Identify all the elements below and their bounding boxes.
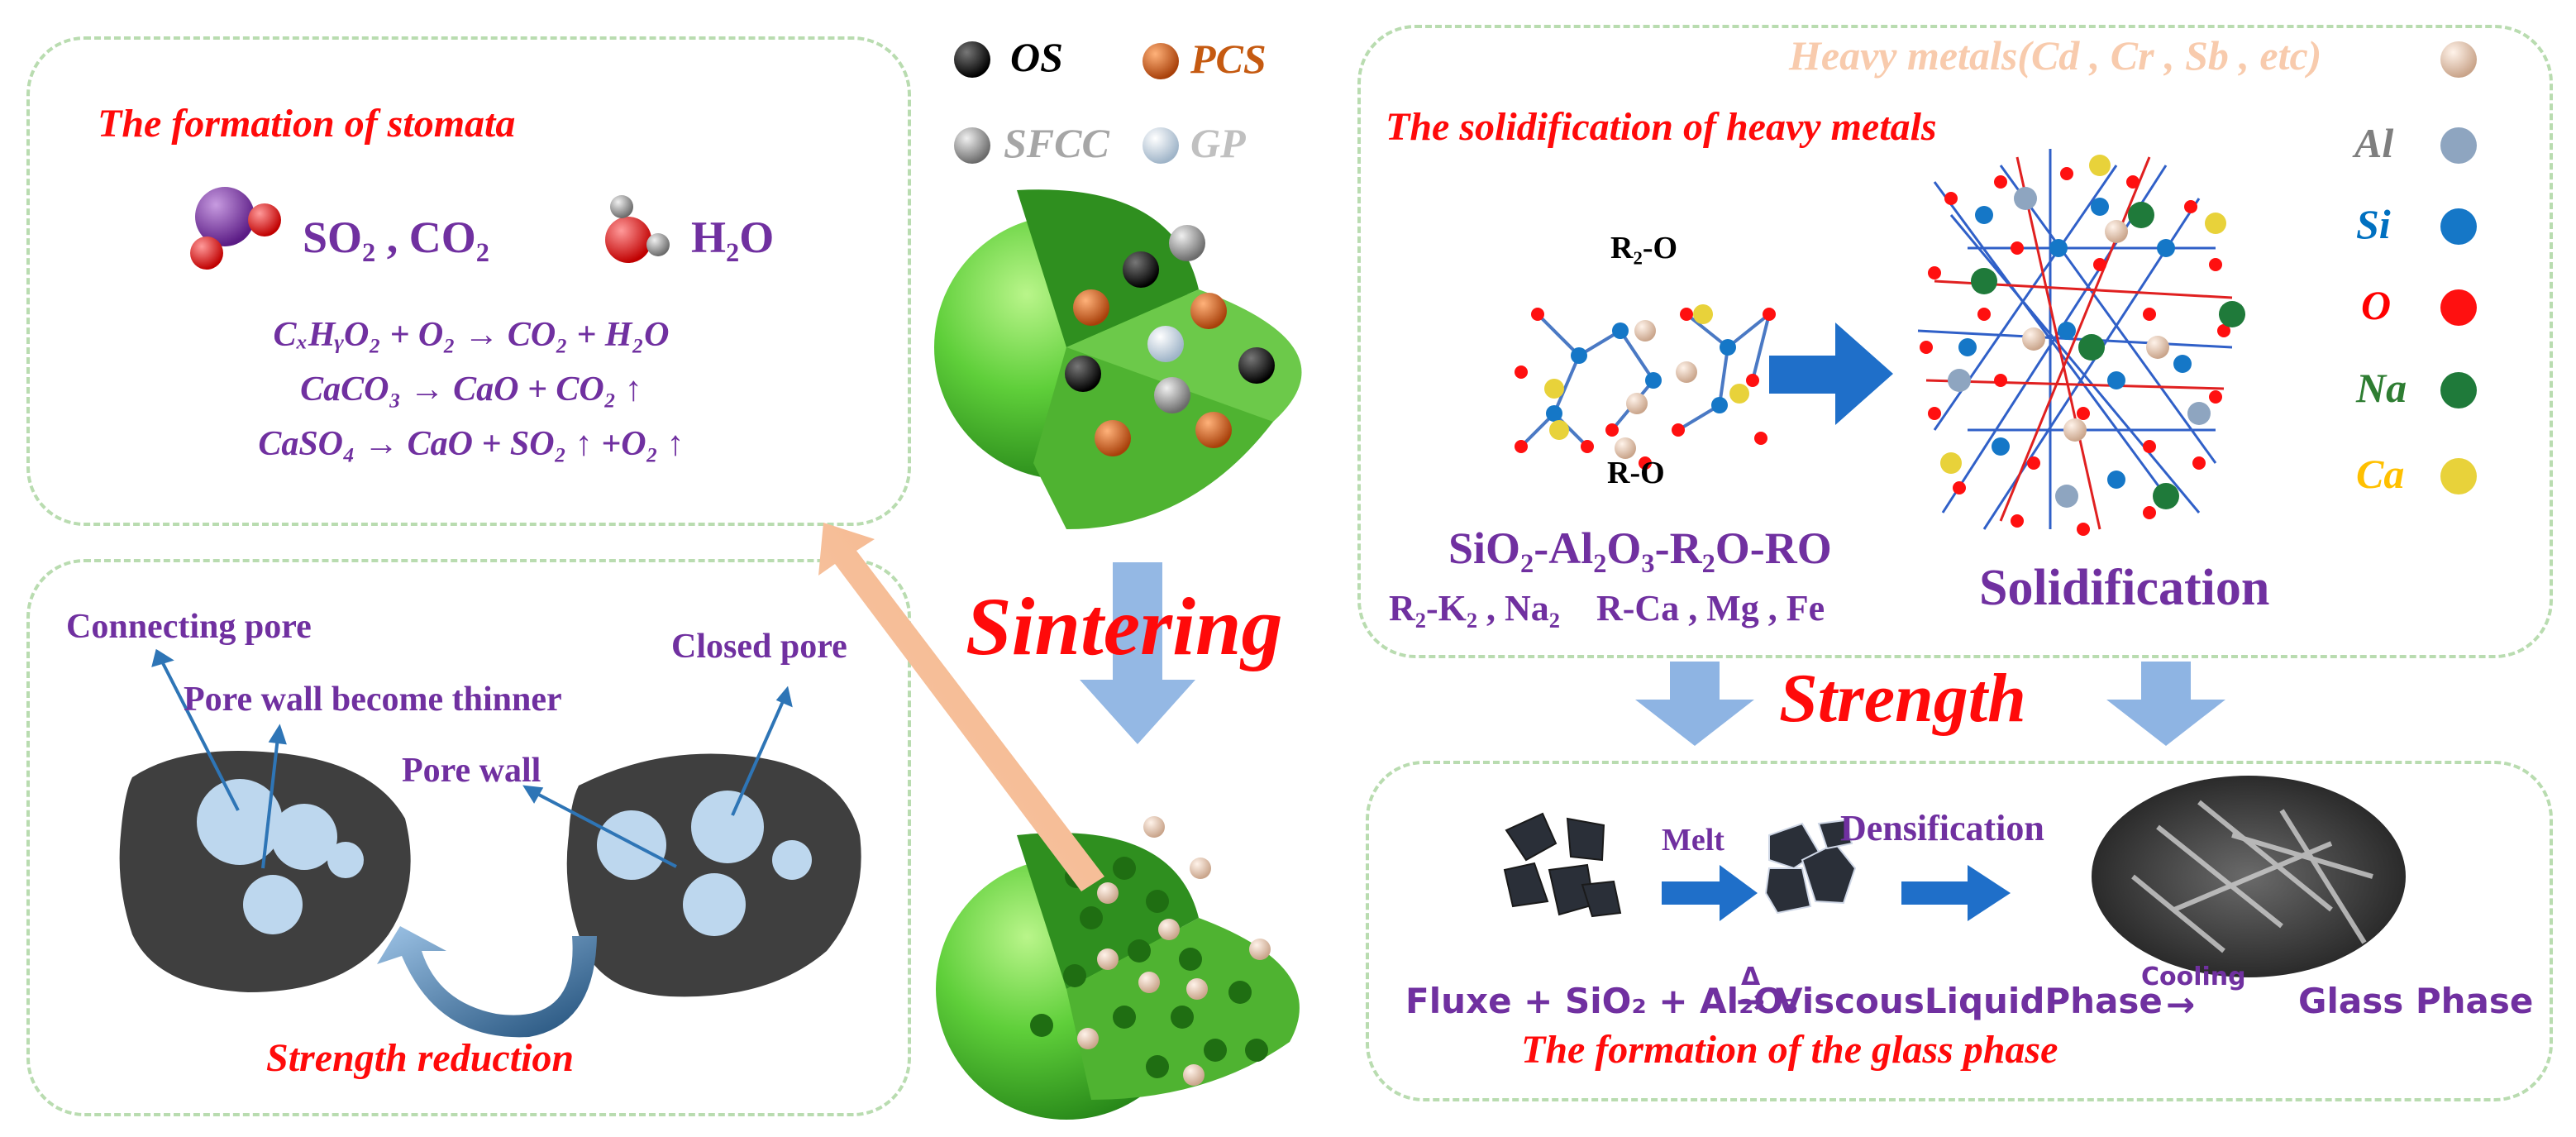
legend-sfcc-label: SFCC	[1004, 120, 1109, 166]
heavy-metal-ball-icon	[2440, 41, 2477, 78]
densification-label: Densification	[1840, 808, 2044, 848]
reaction-arrow-1: →	[1736, 981, 1766, 1021]
network-structure-icon	[1917, 149, 2245, 536]
pore-wall-thinner-label: Pore wall become thinner	[184, 681, 562, 719]
glass-equation-left: Fluxe + SiO₂ + Al₂O₃	[1405, 981, 1799, 1021]
heavy-metals-panel	[1357, 25, 2553, 658]
glass-phase-panel	[1366, 761, 2553, 1101]
solidification-title: The solidification of heavy metals	[1386, 105, 1937, 149]
strength-label: Strength	[1779, 660, 2026, 737]
so2-molecule-icon	[190, 187, 281, 270]
sintering-arrow-icon	[1080, 562, 1195, 744]
particles-icon	[1503, 812, 1622, 918]
stomata-equations: CₓHᵧO₂ + O₂ → CO₂ + H₂O CaCO₃ → CaO + CO…	[149, 308, 794, 471]
legend-gp-label: GP	[1190, 120, 1246, 166]
os-ball-icon	[954, 41, 990, 78]
cation-substitution-label: R₂-K₂ , Na₂ R-Ca , Mg , Fe	[1389, 588, 1825, 628]
pcs-ball-icon	[1143, 43, 1179, 79]
ro-label: R-O	[1607, 456, 1665, 490]
pore-wall-label: Pore wall	[402, 752, 541, 790]
equation-caco3: CaCO₃ → CaO + CO₂ ↑	[300, 370, 642, 408]
legend-na-label: Na	[2356, 365, 2407, 411]
cooling-label: Cooling	[2141, 963, 2246, 991]
gas-so2-co2-label: SO₂ , CO₂	[303, 213, 489, 262]
closed-pore-label: Closed pore	[671, 628, 847, 666]
legend-al-label: Al	[2354, 120, 2394, 166]
sintering-label: Sintering	[966, 580, 1283, 672]
raw-sphere-icon	[934, 189, 1302, 529]
curved-arrow-icon	[377, 926, 597, 1038]
viscous-liquid-label: ViscousLiquidPhase	[1776, 981, 2163, 1021]
reaction-arrow-2: →	[2166, 984, 2196, 1025]
connecting-pore-label: Connecting pore	[66, 608, 312, 646]
strength-arrow-left-icon	[1635, 662, 1754, 746]
legend-pcs-label: PCS	[1190, 36, 1267, 82]
r2o-label: R₂-O	[1610, 231, 1678, 265]
legend-si-label: Si	[2356, 201, 2391, 247]
pore-panel	[26, 559, 911, 1116]
heavy-metals-header: Heavy metals(Cd , Cr , Sb , etc)	[1789, 32, 2322, 79]
gas-h2o-label: H₂O	[691, 213, 775, 262]
glass-phase-label: Glass Phase	[2298, 981, 2534, 1021]
stomata-title: The formation of stomata	[98, 102, 516, 146]
melt-label: Melt	[1662, 823, 1724, 858]
legend-os-label: OS	[1010, 34, 1063, 80]
sem-image	[2092, 776, 2406, 977]
equation-caso4: CaSO₄ → CaO + SO₂ ↑ +O₂ ↑	[258, 425, 685, 463]
legend-o-label: O	[2361, 282, 2392, 328]
h2o-molecule-icon	[605, 195, 670, 263]
sintered-sphere-icon	[936, 816, 1300, 1120]
strength-reduction-label: Strength reduction	[266, 1036, 575, 1080]
glass-formula-label: SiO₂-Al₂O₃-R₂O-RO	[1448, 523, 1832, 573]
melted-particles-icon	[1764, 819, 1857, 915]
melt-arrow-icon	[1662, 865, 1758, 921]
salmon-arrow-icon	[818, 523, 1104, 891]
solidification-label: Solidification	[1979, 560, 2270, 616]
stomata-panel	[26, 36, 911, 526]
glass-phase-title: The formation of the glass phase	[1521, 1028, 2058, 1072]
strength-arrow-right-icon	[2106, 662, 2225, 746]
solidification-arrow-icon	[1769, 322, 1893, 425]
element-legend-balls	[2440, 127, 2477, 494]
rock-left-icon	[119, 751, 411, 992]
equation-combustion: CₓHᵧO₂ + O₂ → CO₂ + H₂O	[273, 316, 670, 354]
densification-arrow-icon	[1901, 865, 2011, 921]
delta-symbol: Δ	[1741, 963, 1761, 991]
sfcc-ball-icon	[954, 127, 990, 164]
legend-ca-label: Ca	[2356, 451, 2405, 497]
gp-ball-icon	[1143, 127, 1179, 164]
